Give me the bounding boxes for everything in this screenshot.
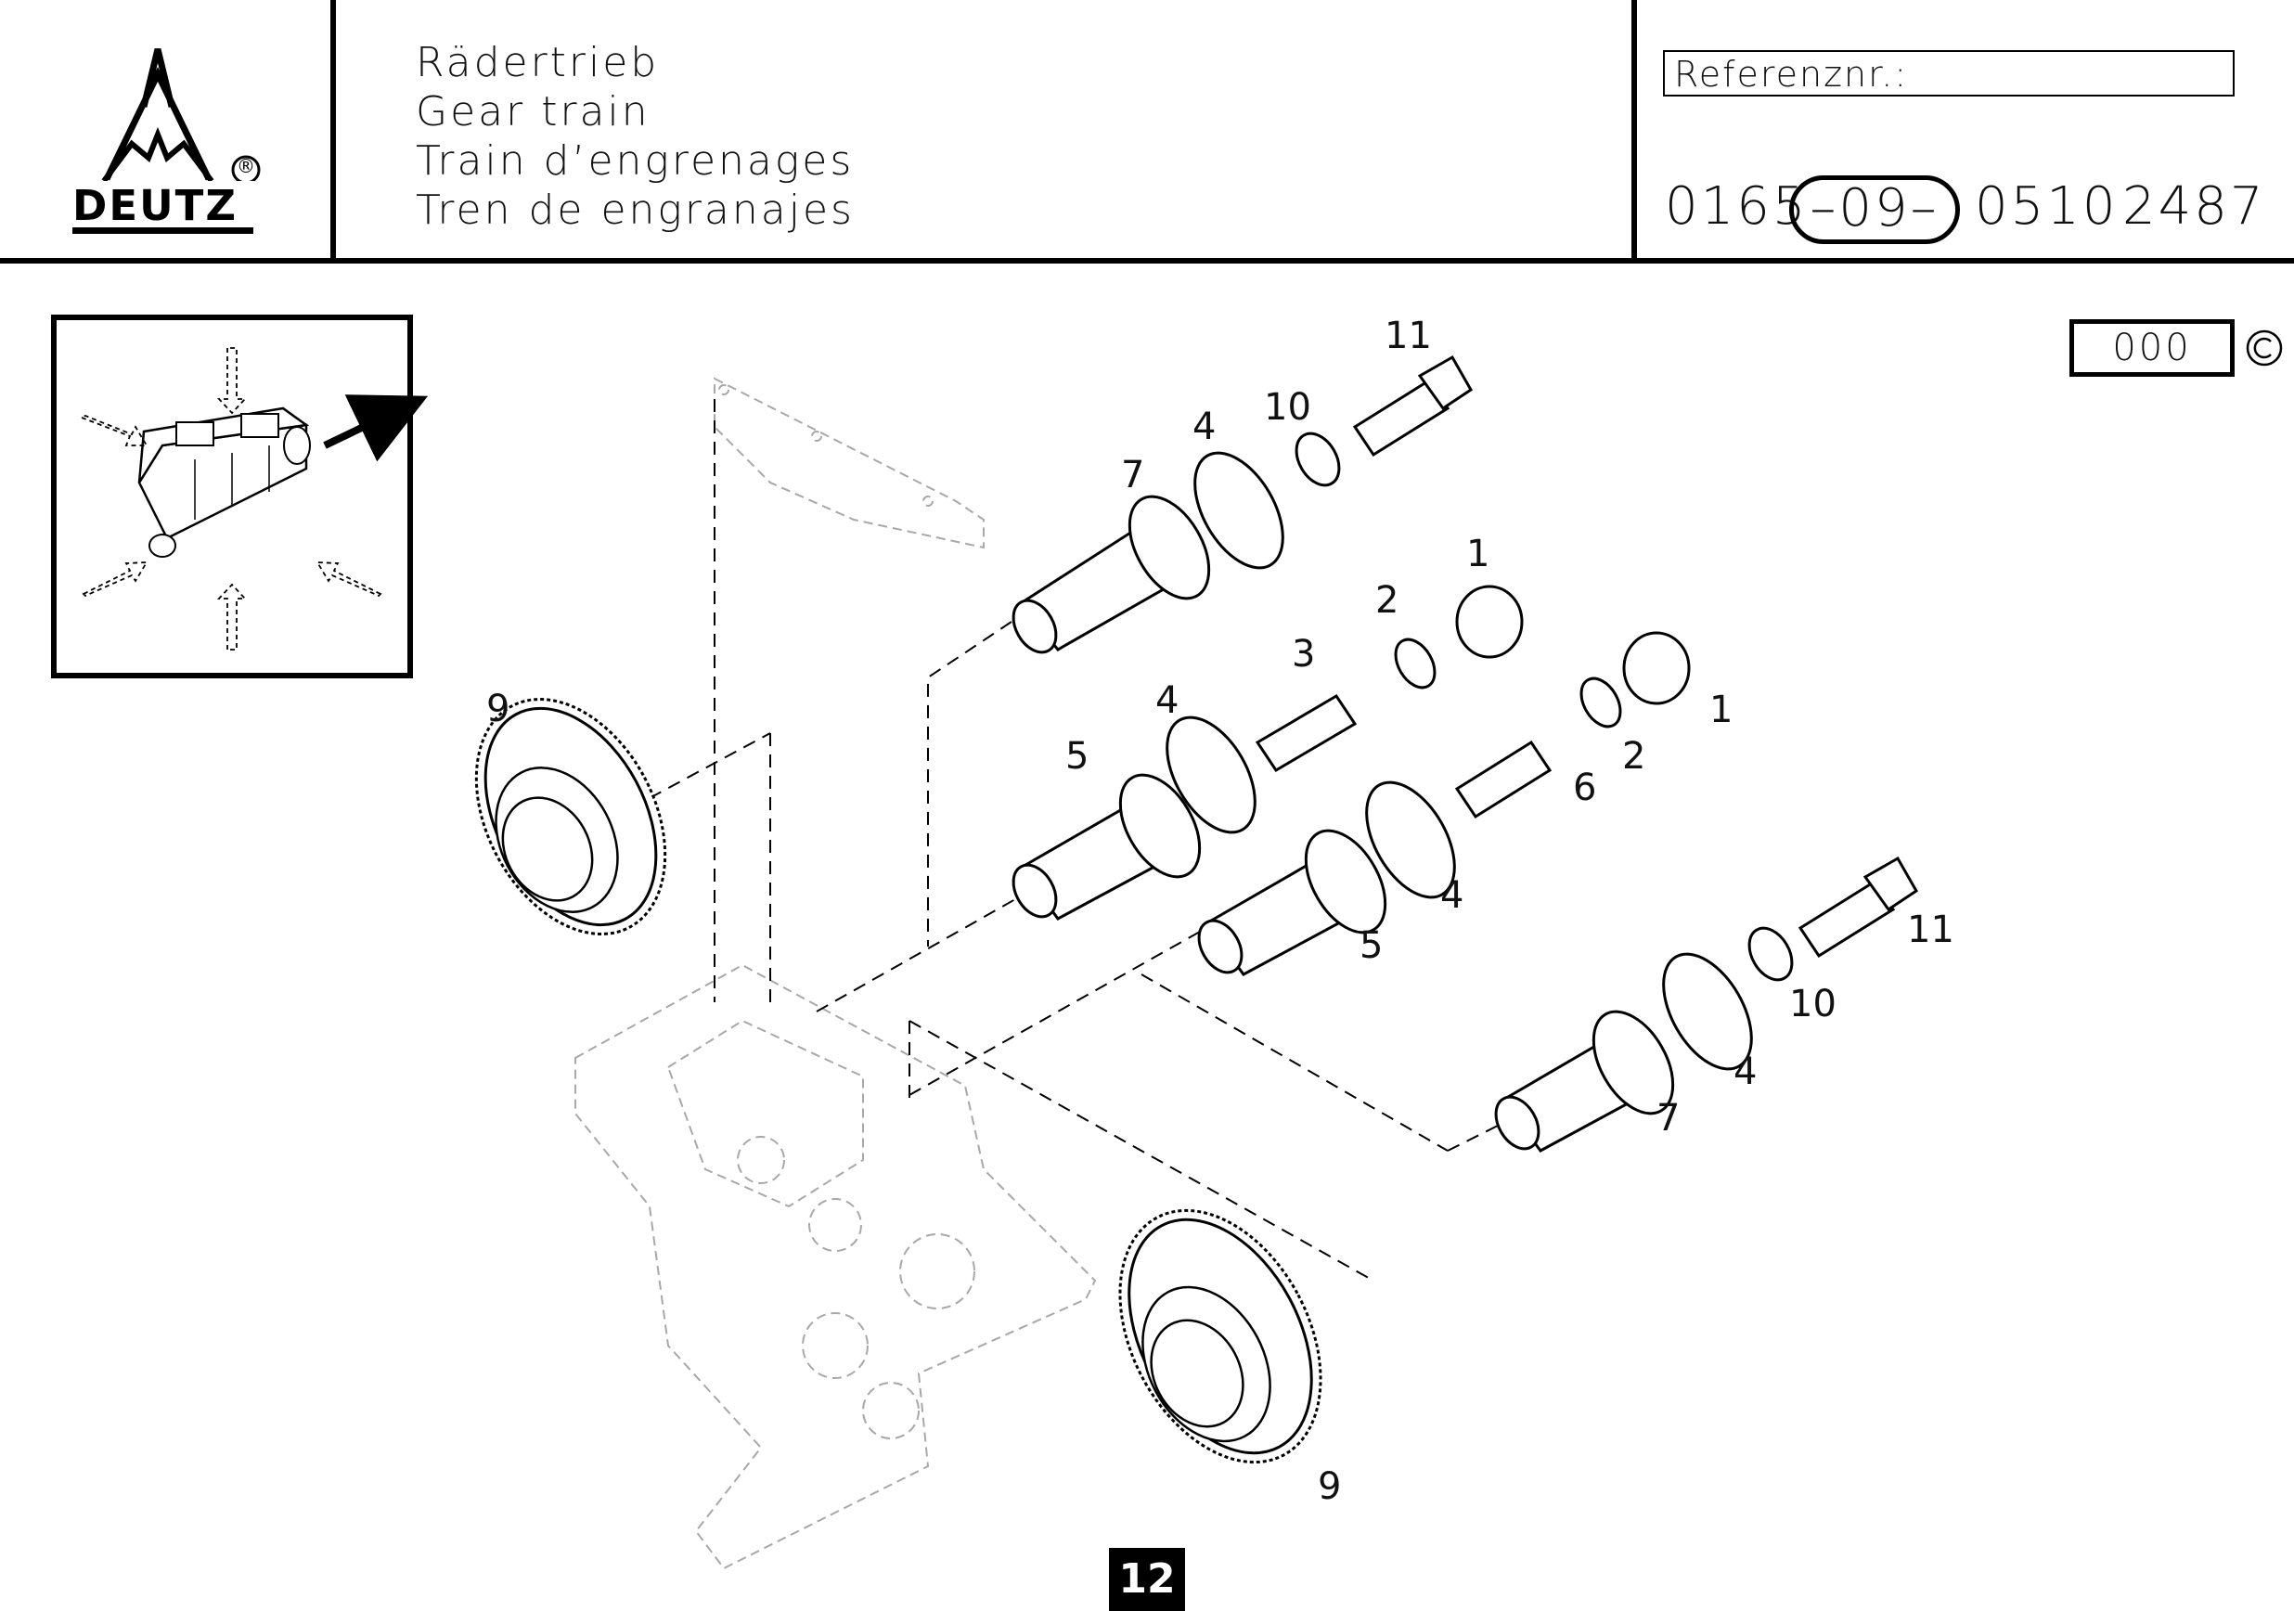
callout-10-upper: 10 — [1264, 386, 1311, 429]
cover-plate-outline — [714, 377, 985, 549]
reference-box: Referenznr.: — [1663, 50, 2235, 97]
callout-7-upper: 7 — [1121, 454, 1144, 496]
title-spanish: Tren de engranajes — [416, 187, 855, 234]
shaft-7-upper — [1012, 495, 1211, 654]
page-number: 12 — [1109, 1548, 1185, 1611]
callout-4-middle: 4 — [1155, 679, 1179, 722]
copyright-icon — [2246, 329, 2283, 367]
title-german: Rädertrieb — [416, 39, 660, 86]
header-bottom-rule — [0, 258, 2294, 264]
callout-2-upper: 2 — [1375, 579, 1398, 622]
reference-part-1: 0165 — [1665, 176, 1809, 237]
reference-part-2: –09– — [1810, 178, 1940, 238]
gear-9-lower — [1118, 1208, 1322, 1464]
callout-numbers: 11 10 4 7 1 2 3 9 4 5 1 2 6 4 5 11 10 4 … — [486, 315, 1954, 1508]
title-french: Train d’engrenages — [416, 137, 855, 185]
callout-6: 6 — [1573, 767, 1596, 809]
callout-2-lower: 2 — [1622, 735, 1645, 778]
callout-5-middle: 5 — [1065, 735, 1089, 778]
engine-block-outline — [574, 963, 1097, 1570]
callout-9-lower: 9 — [1318, 1465, 1341, 1508]
registered-mark: ® — [237, 155, 255, 177]
callout-4-lower: 4 — [1440, 874, 1463, 917]
reference-label: Referenznr.: — [1674, 54, 1909, 95]
callout-4-bottom: 4 — [1733, 1050, 1757, 1093]
reference-part-4: 2487 — [2122, 176, 2266, 237]
variant-code: 000 — [2112, 327, 2192, 369]
rings-4 — [1166, 451, 1753, 1071]
callout-1-upper: 1 — [1466, 533, 1489, 575]
bolts-and-plugs — [1255, 354, 1918, 959]
callout-4-upper: 4 — [1192, 406, 1216, 448]
logo-text: DEUTZ — [72, 181, 238, 230]
title-block: ® DEUTZ Rädertrieb Gear train Train d’en… — [0, 0, 2294, 264]
reference-part-3: 0510 — [1975, 176, 2119, 237]
shaft-7-lower — [1494, 1010, 1675, 1153]
title-english: Gear train — [416, 88, 651, 135]
shaft-5-lower — [1197, 829, 1387, 976]
logo-underline — [72, 227, 253, 234]
header-divider-right — [1631, 0, 1637, 261]
washers — [1295, 432, 1794, 982]
deutz-logo-icon: ® DEUTZ — [56, 42, 278, 241]
callout-1-lower: 1 — [1709, 689, 1733, 731]
callout-11-upper: 11 — [1385, 315, 1432, 357]
callout-5-lower: 5 — [1360, 924, 1383, 967]
reference-highlight-oval — [1789, 175, 1960, 244]
callout-10-lower: 10 — [1789, 983, 1836, 1025]
exploded-view-drawing: 11 10 4 7 1 2 3 9 4 5 1 2 6 4 5 11 10 4 … — [51, 315, 1954, 1570]
callout-11-lower: 11 — [1907, 909, 1954, 951]
shaft-5-middle — [1012, 773, 1202, 921]
callout-3: 3 — [1292, 633, 1315, 676]
variant-code-box: 000 — [2069, 319, 2235, 377]
callout-7-lower: 7 — [1656, 1097, 1680, 1140]
header-divider-left — [330, 0, 336, 261]
orientation-inset-icon — [51, 315, 429, 678]
callout-9-upper: 9 — [486, 688, 509, 730]
gear-9-upper — [474, 698, 667, 935]
